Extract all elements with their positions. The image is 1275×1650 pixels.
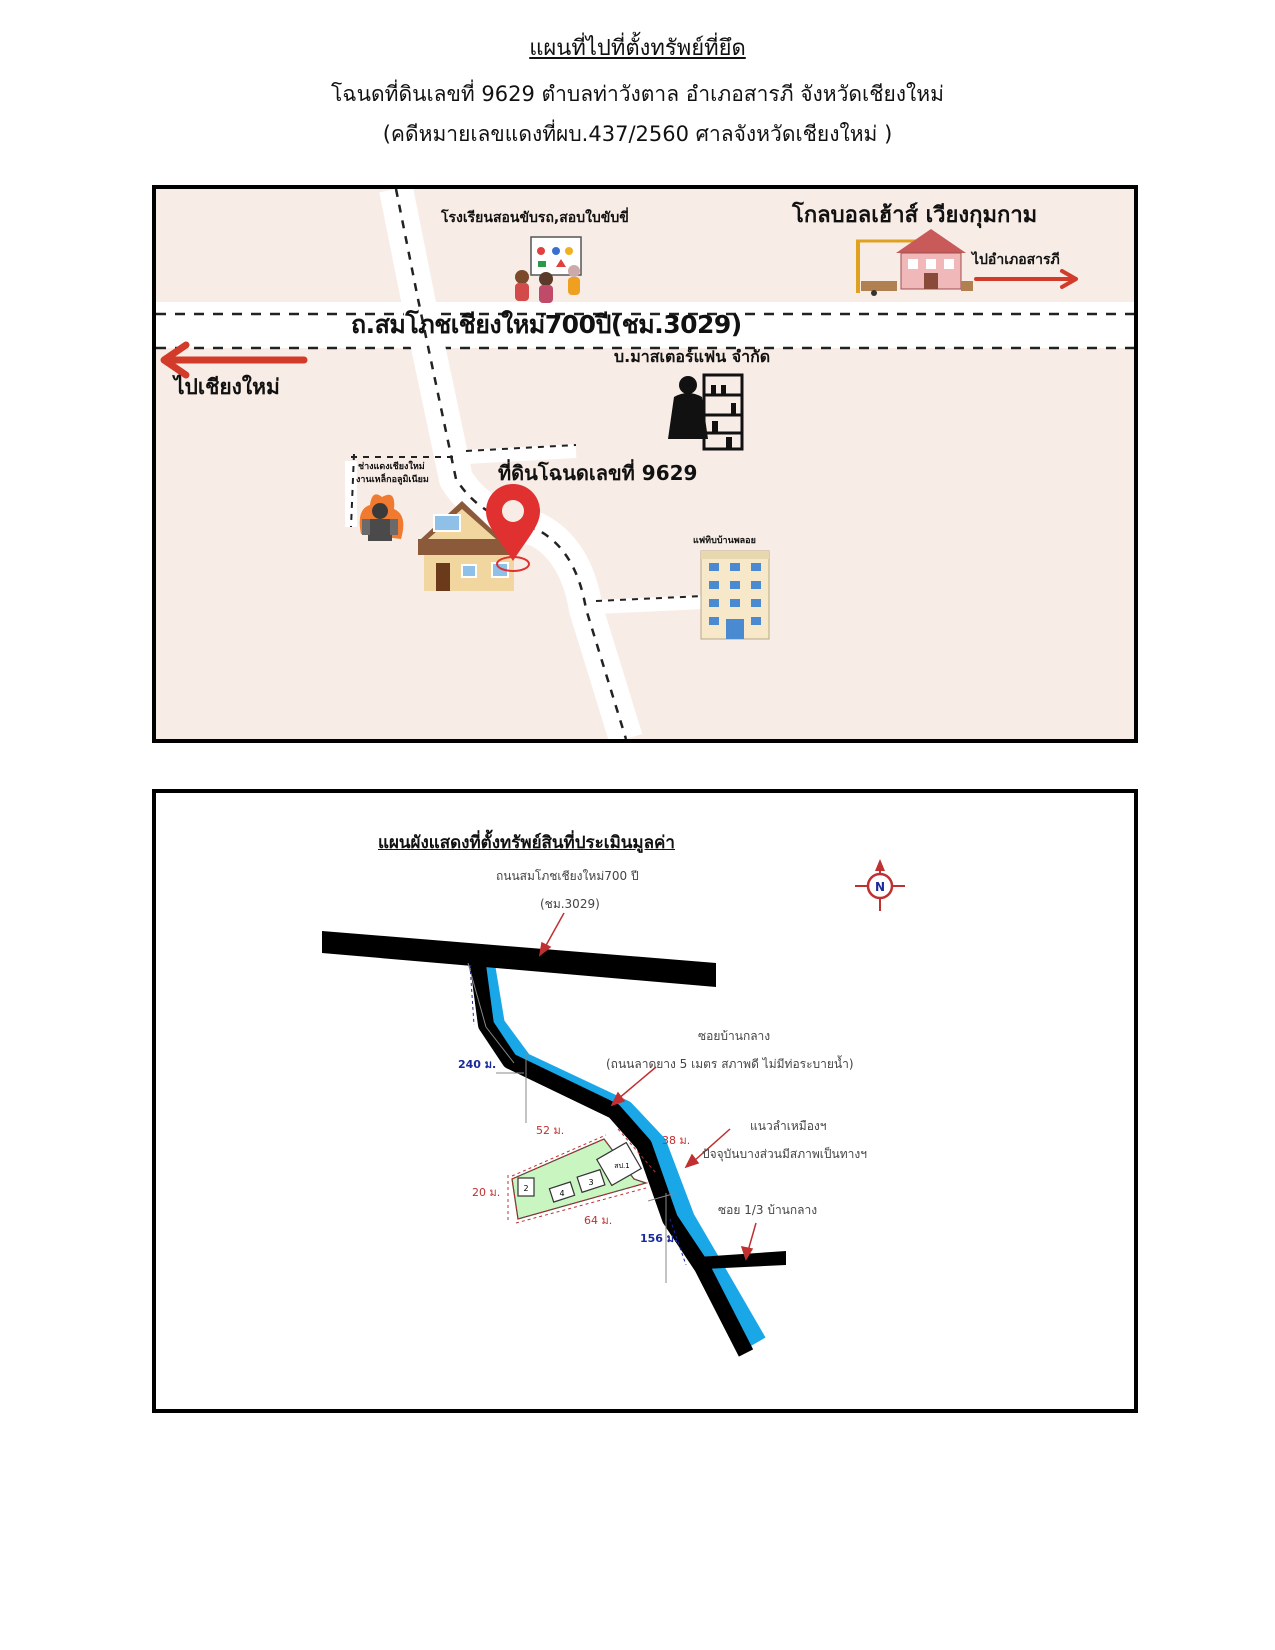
soi-13-bar	[698, 1251, 786, 1269]
pointer-arrows	[538, 912, 757, 1261]
canal-label-1: แนวลำเหมืองฯ	[750, 1119, 827, 1133]
dist-52: 52 ม.	[536, 1124, 565, 1137]
arrow-right-icon	[974, 269, 1078, 289]
compass-icon: N	[855, 859, 905, 911]
page-title: แผนที่ไปที่ตั้งทรัพย์ที่ยึด	[529, 36, 746, 61]
apartment-icon	[700, 550, 770, 640]
plot-boundary	[511, 1138, 649, 1220]
route-map: โรงเรียนสอนขับรถ,สอบใบขับขี่ โกลบอลเฮ้าส…	[152, 185, 1138, 743]
to-saraphi-label: ไปอำเภอสารภี	[972, 252, 1060, 268]
dist-156: 156 ม.	[640, 1232, 679, 1245]
soi-13-label: ซอย 1/3 บ้านกลาง	[718, 1203, 818, 1217]
dist-240: 240 ม.	[458, 1058, 497, 1071]
land-label: ที่ดินโฉนดเลขที่ 9629	[498, 461, 698, 485]
route-map-drawing	[156, 189, 1134, 739]
bldg-4-label: 4	[559, 1189, 564, 1198]
plan-title: แผนผังแสดงที่ตั้งทรัพย์สินที่ประเมินมูลค…	[378, 833, 675, 853]
canal-label-2: ปัจจุบันบางส่วนมีสภาพเป็นทางฯ	[702, 1147, 867, 1161]
location-pin-icon	[486, 484, 540, 572]
compass-letter: N	[875, 880, 885, 894]
site-plan: N 2 4 3 สป.1	[152, 789, 1138, 1413]
global-house-label: โกลบอลเฮ้าส์ เวียงกุมกาม	[792, 203, 1038, 228]
soi-name: ซอยบ้านกลาง	[698, 1029, 771, 1043]
lane-right	[595, 595, 705, 614]
deed-info: โฉนดที่ดินเลขที่ 9629 ตำบลท่าวังตาล อำเภ…	[331, 82, 944, 106]
side-road-dash	[394, 189, 628, 739]
road-name-line2: (ชม.3029)	[540, 897, 600, 911]
arrow-left-icon	[160, 341, 308, 379]
road-name-line1: ถนนสมโภชเชียงใหม่700 ปี	[496, 869, 639, 883]
bldg-2-label: 2	[523, 1184, 528, 1193]
global-house-icon	[856, 229, 973, 296]
workshop-label-1: ช่างแดงเชียงใหม่	[358, 462, 425, 472]
school-icon	[515, 236, 582, 303]
main-road-bar	[322, 931, 716, 987]
buildings	[517, 1141, 643, 1203]
bldg-3-label: 3	[588, 1178, 593, 1187]
house-icon	[418, 501, 516, 591]
company-icon	[668, 373, 744, 451]
workshop-icon	[359, 494, 404, 541]
main-road-label: ถ.สมโภชเชียงใหม่700ปี(ชม.3029)	[351, 310, 742, 339]
dist-20: 20 ม.	[472, 1186, 501, 1199]
company-label: บ.มาสเตอร์แฟน จำกัด	[614, 347, 771, 366]
dist-64: 64 ม.	[584, 1214, 613, 1227]
bldg-1-label: สป.1	[614, 1162, 629, 1170]
soi-road	[470, 963, 754, 1357]
to-chiangmai-label: ไปเชียงใหม่	[174, 375, 280, 399]
school-label: โรงเรียนสอนขับรถ,สอบใบขับขี่	[441, 210, 629, 226]
main-road	[156, 302, 1134, 348]
dimension-lines	[467, 962, 677, 1283]
apartment-label: แฟทิบบ้านพลอย	[693, 536, 756, 546]
case-info: (คดีหมายเลขแดงที่ผบ.437/2560 ศาลจังหวัดเ…	[382, 122, 893, 146]
workshop-label-2: งานเหล็กอลูมิเนียม	[356, 475, 429, 485]
soi-description: (ถนนลาดยาง 5 เมตร สภาพดี ไม่มีท่อระบายน้…	[606, 1057, 854, 1071]
dist-38: 38 ม.	[662, 1134, 691, 1147]
site-plan-drawing: N 2 4 3 สป.1	[322, 859, 905, 1357]
lane-top	[465, 444, 577, 464]
lane-left-dash	[350, 453, 355, 528]
